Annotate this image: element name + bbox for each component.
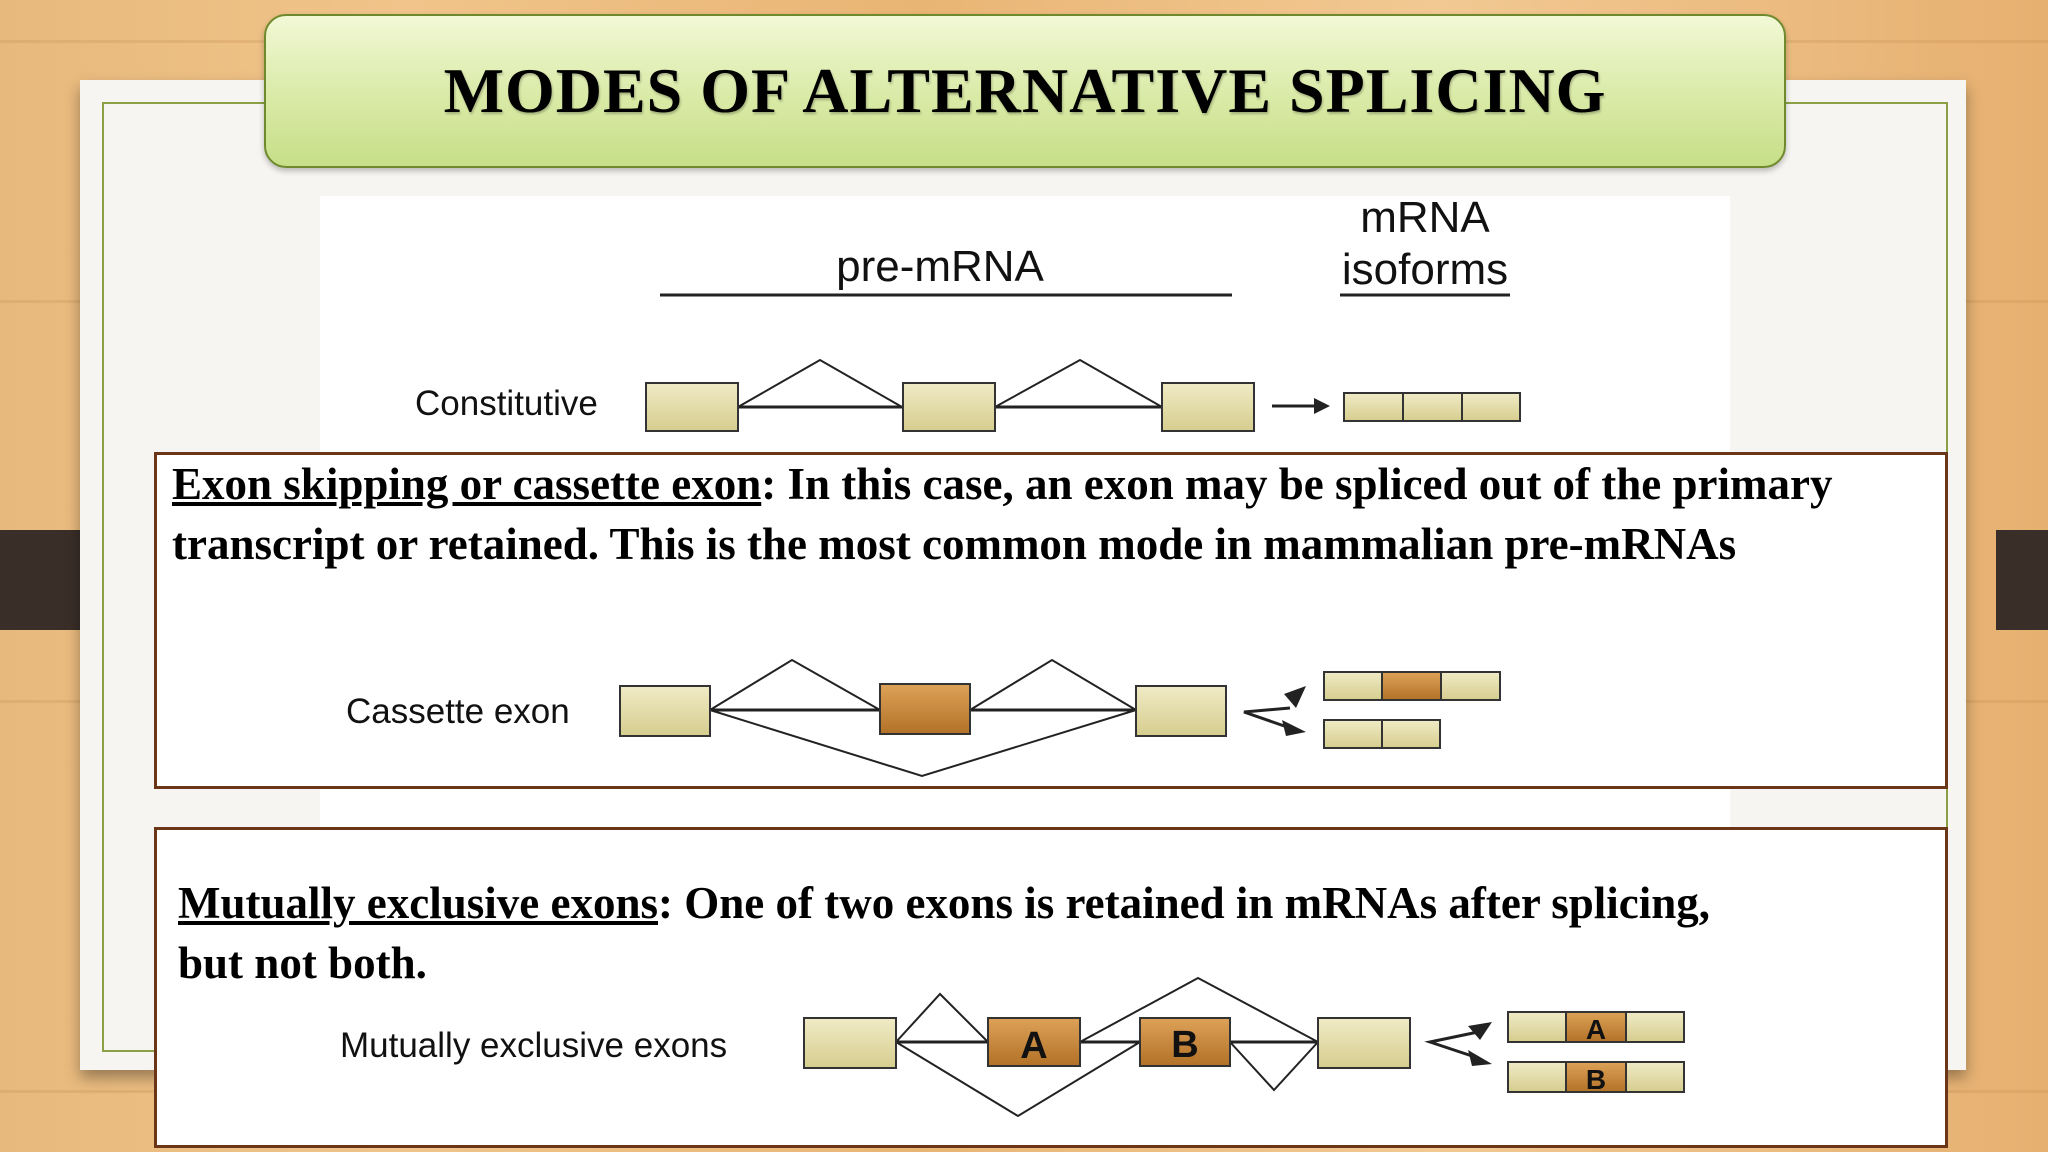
mutually-exclusive-box [154,827,1948,1148]
fork-arrow-icon [1243,706,1291,730]
arrowhead-icon [1282,720,1306,736]
isoform-a-label: A [1586,1014,1606,1045]
splice-arc [969,658,1137,711]
exon-skipping-term: Exon skipping or cassette exon [172,459,762,509]
dark-band-right [1996,530,2048,630]
exon-box [619,685,711,737]
isoform-cassette-segment [1381,671,1442,701]
isoforms-header: mRNA isoforms [1300,192,1550,296]
exon-box [645,382,739,432]
isoform-b-label: B [1586,1064,1606,1095]
exon-skipping-text: : In this case, an exon may be spliced o… [172,459,1833,569]
skip-arc [895,1041,1141,1118]
cassette-row [619,658,1501,778]
fork-arrow-icon [1424,1030,1479,1060]
exon-b-box [1139,1017,1231,1067]
exon-skipping-box [154,452,1948,789]
arrowhead-icon [1468,1050,1492,1066]
arrowhead-icon [1284,686,1306,708]
splice-arc [709,658,881,711]
exon-a-box [987,1017,1081,1067]
exon-box [803,1017,897,1069]
splice-arc [994,358,1163,408]
splice-arc [895,992,989,1043]
cassette-exon-label: Cassette exon [346,692,570,731]
exon-box [1135,685,1227,737]
exon-box [1161,382,1255,432]
exon-skipping-description: Exon skipping or cassette exon: In this … [172,454,1962,574]
pre-mrna-header: pre-mRNA [836,242,1044,291]
isoforms-header-line2: isoforms [1341,245,1509,294]
mutually-exclusive-row: A B A B [803,976,1685,1118]
skip-arc [1229,1041,1319,1092]
arrowhead-icon [1468,1022,1492,1040]
isoform-b-segment [1565,1061,1627,1093]
mutually-exclusive-text: : One of two exons is retained in mRNAs … [178,878,1711,988]
slide-title: MODES OF ALTERNATIVE SPLICING [443,55,1607,126]
isoform-a-segment [1565,1011,1627,1043]
exon-box [902,382,996,432]
isoforms-header-line1: mRNA [1360,193,1490,242]
isoform-mrna [1343,392,1521,422]
mutually-exclusive-term: Mutually exclusive exons [178,878,658,928]
constitutive-row [645,358,1521,432]
mutually-exclusive-label: Mutually exclusive exons [340,1026,728,1065]
constitutive-label: Constitutive [415,384,598,423]
arrowhead-icon [1314,398,1330,414]
exon-box [1317,1017,1411,1069]
exon-a-label: A [1020,1025,1047,1067]
cassette-exon-box [879,683,971,735]
exon-b-label: B [1171,1024,1198,1066]
skip-arc [709,709,1137,778]
splice-arc [737,358,903,408]
mutually-exclusive-description: Mutually exclusive exons: One of two exo… [178,873,1778,993]
title-banner: MODES OF ALTERNATIVE SPLICING [264,14,1786,168]
splice-arc [1079,976,1319,1043]
